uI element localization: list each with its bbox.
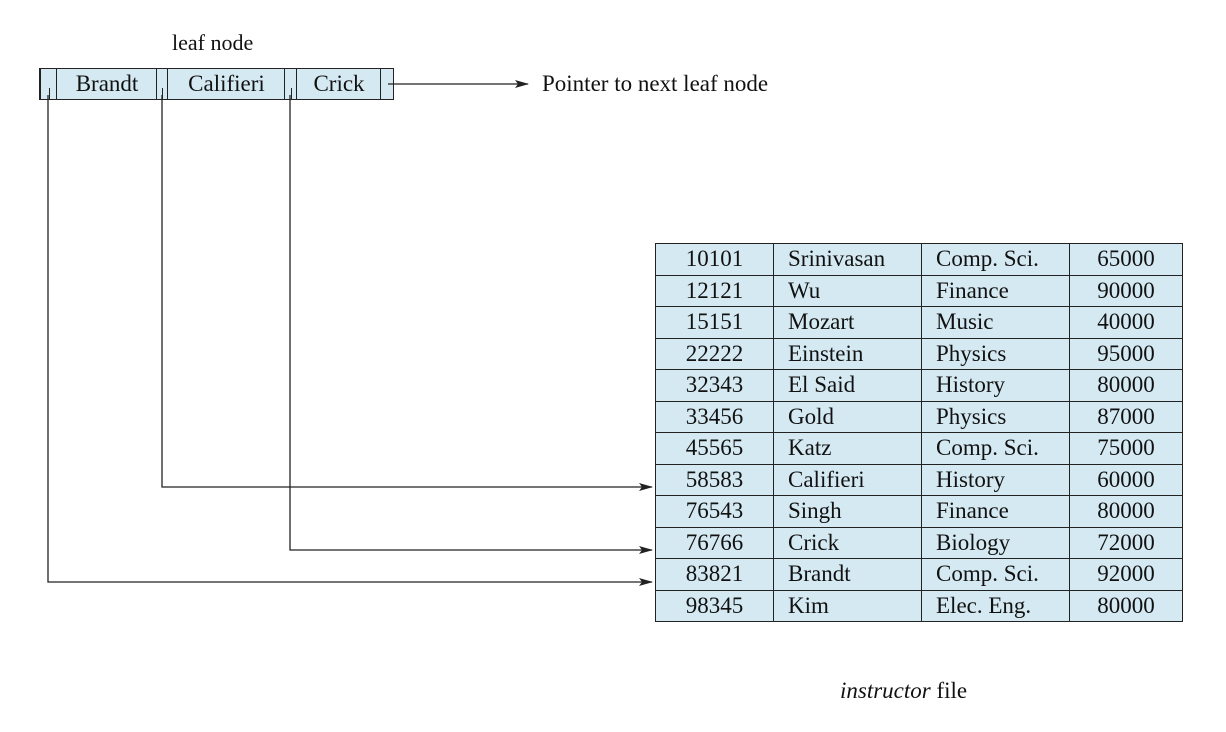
salary-cell: 80000 [1069,495,1183,528]
dept-cell: Finance [921,274,1070,307]
caption-italic: instructor [840,678,931,703]
salary-cell: 40000 [1069,306,1183,339]
name-cell: Kim [773,589,922,622]
name-cell: Califieri [773,463,922,496]
name-cell: Einstein [773,337,922,370]
salary-cell: 95000 [1069,337,1183,370]
name-cell: El Said [773,369,922,402]
califieri-pointer-arrow [161,95,653,491]
id-cell: 83821 [655,558,774,591]
leaf-pointer-slot-3 [284,69,297,99]
name-cell: Mozart [773,306,922,339]
leaf-key-1: Brandt [75,71,139,96]
salary-cell: 65000 [1069,243,1183,276]
instructor-file-caption: instructor file [840,678,967,704]
salary-cell: 92000 [1069,558,1183,591]
name-cell: Katz [773,432,922,465]
leaf-key-2: Califieri [188,71,265,96]
dept-cell: Comp. Sci. [921,432,1070,465]
next-leaf-pointer-label: Pointer to next leaf node [542,71,769,96]
id-cell: 10101 [655,243,774,276]
dept-cell: Elec. Eng. [921,589,1070,622]
salary-cell: 80000 [1069,369,1183,402]
id-cell: 76543 [655,495,774,528]
id-cell: 33456 [655,400,774,433]
leaf-pointer-slot-2 [156,69,168,99]
id-cell: 58583 [655,463,774,496]
id-cell: 98345 [655,589,774,622]
name-cell: Srinivasan [773,243,922,276]
dept-cell: Finance [921,495,1070,528]
leaf-pointer-slot-1 [40,69,57,99]
id-cell: 22222 [655,337,774,370]
salary-cell: 80000 [1069,589,1183,622]
name-cell: Gold [773,400,922,433]
id-cell: 12121 [655,274,774,307]
leaf-key-3: Crick [313,71,365,96]
dept-cell: Comp. Sci. [921,558,1070,591]
salary-cell: 72000 [1069,526,1183,559]
crick-pointer-arrow [289,95,653,554]
id-cell: 15151 [655,306,774,339]
leaf-node: Brandt Califieri Crick [39,68,394,100]
id-cell: 76766 [655,526,774,559]
brandt-pointer-arrow [47,95,653,586]
salary-cell: 90000 [1069,274,1183,307]
dept-cell: Music [921,306,1070,339]
dept-cell: History [921,463,1070,496]
caption-rest: file [930,678,968,703]
leaf-next-pointer-slot [380,69,394,99]
leaf-node-label: leaf node [172,30,254,55]
